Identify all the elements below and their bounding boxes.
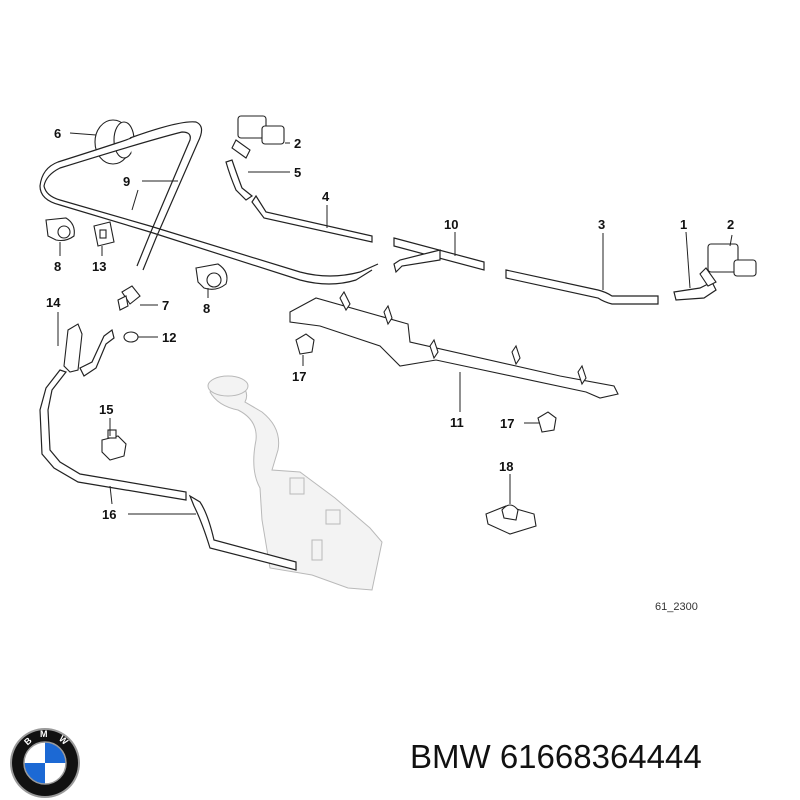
- connector-part-7: [117, 285, 141, 311]
- callout-13: 13: [92, 259, 106, 274]
- hose-part-5: [225, 159, 254, 201]
- callout-7: 7: [162, 298, 169, 313]
- part-caption: BMW 61668364444: [410, 738, 702, 776]
- logo-letter-m: M: [40, 729, 49, 739]
- callout-1: 1: [680, 217, 687, 232]
- callout-10: 10: [444, 217, 458, 232]
- callout-3: 3: [598, 217, 605, 232]
- callout-6: 6: [54, 126, 61, 141]
- washer-reservoir-ghost: [207, 375, 383, 591]
- hose-part-4: [251, 194, 373, 243]
- washer-pump-part-2-right: [699, 243, 757, 287]
- brand-name: BMW: [410, 738, 491, 775]
- clip-part-8-right: [195, 263, 228, 290]
- callout-9: 9: [123, 174, 130, 189]
- callout-16: 16: [102, 507, 116, 522]
- callout-18: 18: [499, 459, 513, 474]
- callout-2-right: 2: [727, 217, 734, 232]
- callout-5: 5: [294, 165, 301, 180]
- clip-part-8-left: [45, 217, 75, 242]
- callout-8-right: 8: [203, 301, 210, 316]
- bmw-roundel-icon: B M W: [10, 728, 80, 798]
- nut-part-17-left: [295, 333, 315, 355]
- callout-4: 4: [322, 189, 330, 204]
- callout-14: 14: [46, 295, 61, 310]
- part-number: 61668364444: [499, 738, 702, 775]
- hose-loop-part-9: [39, 121, 379, 285]
- nut-part-17-right: [537, 411, 557, 433]
- callout-8-left: 8: [54, 259, 61, 274]
- clip-part-15: [101, 429, 127, 461]
- clip-part-13: [93, 221, 115, 247]
- grommet-part-12: [123, 331, 139, 343]
- t-connector-part-10: [393, 237, 485, 274]
- callout-15: 15: [99, 402, 113, 417]
- washer-pump-part-2-upper: [231, 115, 285, 159]
- bracket-part-11: [289, 290, 619, 399]
- callout-17-right: 17: [500, 416, 514, 431]
- callout-17-left: 17: [292, 369, 306, 384]
- nozzle-pipe-part-14: [39, 323, 187, 501]
- hose-part-3: [505, 269, 659, 305]
- callout-11: 11: [450, 415, 464, 430]
- callout-12: 12: [162, 330, 176, 345]
- callout-2-upper: 2: [294, 136, 301, 151]
- holder-part-18: [485, 504, 537, 535]
- leader-lines: [57, 132, 733, 515]
- drawing-code: 61_2300: [655, 601, 698, 613]
- hose-part-1: [673, 281, 717, 301]
- hose-part-16: [188, 494, 297, 571]
